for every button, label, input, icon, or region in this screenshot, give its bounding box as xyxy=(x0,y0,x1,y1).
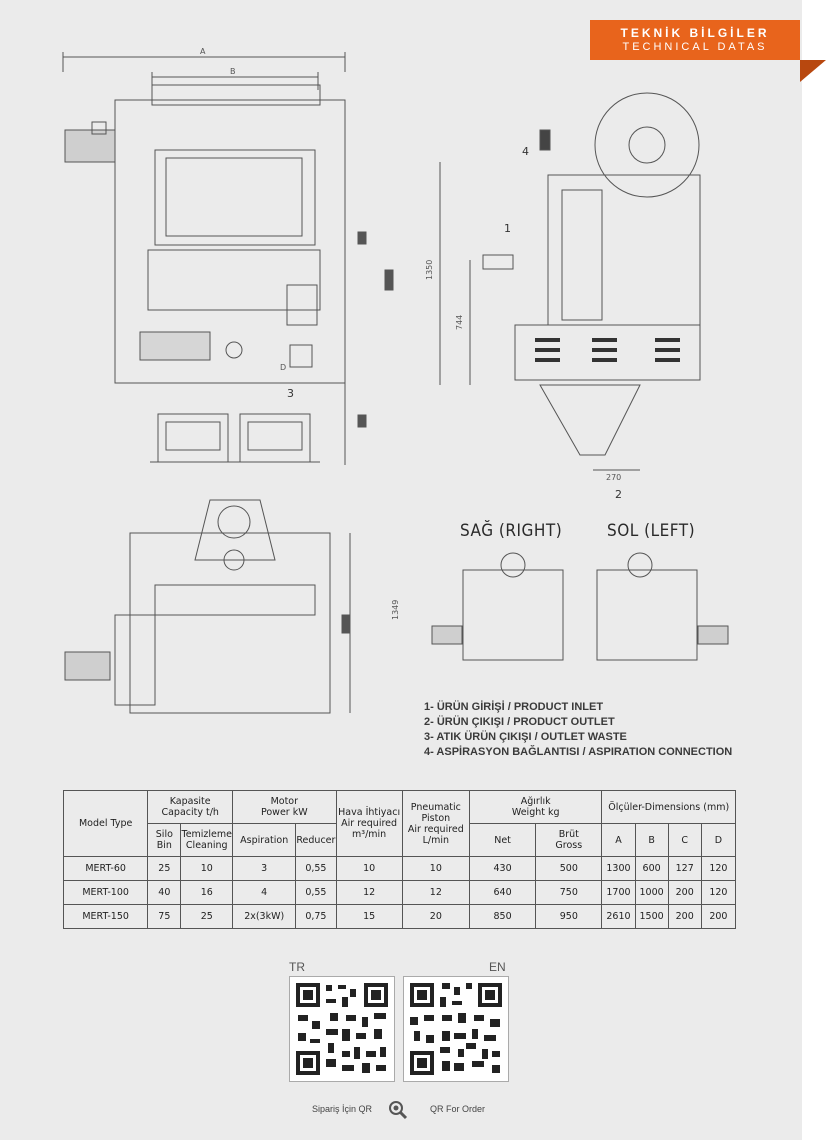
table-row: MERT-60 25 10 3 0,55 10 10 430 500 1300 … xyxy=(62,856,737,881)
table-row: MERT-150 75 25 2x(3kW) 0,75 15 20 850 95… xyxy=(62,904,737,929)
front-view: A B 3 D xyxy=(62,47,394,465)
th-model: Model Type xyxy=(62,790,149,857)
side-view: 1350 744 4 1 270 2 xyxy=(425,92,701,501)
th-motor: Motor Power kW xyxy=(232,790,337,824)
dim-270-label: 270 xyxy=(606,473,621,482)
th-gross: Brüt Gross xyxy=(535,823,603,857)
dim-a-label: A xyxy=(200,47,206,56)
cell: MERT-150 xyxy=(62,904,149,929)
dim-b-label: B xyxy=(230,67,236,76)
cell: 2610 xyxy=(601,904,636,929)
cell: 120 xyxy=(700,880,737,905)
qr-pattern-en xyxy=(410,983,502,1075)
dim-1349-label: 1349 xyxy=(391,600,400,620)
cell: MERT-60 xyxy=(62,856,149,881)
qr-label-tr: TR xyxy=(289,960,305,974)
cell: 12 xyxy=(335,880,403,905)
th-net: Net xyxy=(468,823,537,857)
page-edge-strip xyxy=(802,0,828,1140)
legend-item-1: 1- ÜRÜN GİRİŞİ / PRODUCT INLET xyxy=(424,701,604,713)
cell: 4 xyxy=(232,880,297,905)
dim-744-label: 744 xyxy=(455,315,464,330)
cell: 850 xyxy=(468,904,537,929)
cell: 1500 xyxy=(634,904,669,929)
cell: 15 xyxy=(335,904,403,929)
th-weight: Ağırlık Weight kg xyxy=(468,790,603,824)
cell: 75 xyxy=(147,904,182,929)
header-fold xyxy=(800,60,826,82)
cell: 1700 xyxy=(601,880,636,905)
th-reducer: Reducer xyxy=(295,823,337,857)
view-title-right: SAĞ (RIGHT) xyxy=(460,521,563,541)
th-aspiration: Aspiration xyxy=(232,823,297,857)
qr-label-en: EN xyxy=(489,960,506,974)
cell: 950 xyxy=(535,904,603,929)
qr-pattern-tr xyxy=(296,983,388,1075)
cell: 16 xyxy=(180,880,234,905)
table-row: MERT-100 40 16 4 0,55 12 12 640 750 1700… xyxy=(62,880,737,905)
cell: 1000 xyxy=(634,880,669,905)
dim-1350-label: 1350 xyxy=(425,260,434,280)
cell: 600 xyxy=(634,856,669,881)
cell: 0,55 xyxy=(295,880,337,905)
cell: 200 xyxy=(667,880,702,905)
cell: 10 xyxy=(401,856,470,881)
legend-item-3: 3- ATIK ÜRÜN ÇIKIŞI / OUTLET WASTE xyxy=(424,731,627,743)
technical-data-tab: TEKNİK BİLGİLER TECHNICAL DATAS xyxy=(590,20,800,60)
cell: 10 xyxy=(335,856,403,881)
cell: 2x(3kW) xyxy=(232,904,297,929)
cell: 200 xyxy=(667,904,702,929)
spec-table: Model Type Kapasite Capacity t/h Motor P… xyxy=(62,790,737,929)
cell: 40 xyxy=(147,880,182,905)
th-silo: Silo Bin xyxy=(147,823,182,857)
marker-1: 1 xyxy=(504,222,511,235)
top-view: 1349 xyxy=(64,499,400,714)
th-pneumatic: Pneumatic Piston Air required L/min xyxy=(401,790,470,857)
cell: MERT-100 xyxy=(62,880,149,905)
th-air: Hava İhtiyacı Air required m³/min xyxy=(335,790,403,857)
cell: 20 xyxy=(401,904,470,929)
dim-d-label: D xyxy=(280,363,286,372)
th-a: A xyxy=(601,823,636,857)
qr-code-tr[interactable] xyxy=(289,976,395,1082)
marker-3: 3 xyxy=(287,387,294,400)
th-cleaning: Temizleme Cleaning xyxy=(180,823,234,857)
cell: 127 xyxy=(667,856,702,881)
cell: 1300 xyxy=(601,856,636,881)
marker-2: 2 xyxy=(615,488,622,501)
th-c: C xyxy=(667,823,702,857)
right-left-views xyxy=(431,552,729,661)
th-b: B xyxy=(634,823,669,857)
cell: 0,55 xyxy=(295,856,337,881)
technical-drawing: A B 3 D 1350 xyxy=(62,47,729,714)
cell: 12 xyxy=(401,880,470,905)
cell: 500 xyxy=(535,856,603,881)
header-title-en: TECHNICAL DATAS xyxy=(622,41,768,53)
cell: 25 xyxy=(180,904,234,929)
cell: 120 xyxy=(700,856,737,881)
footer-order-qr-en: QR For Order xyxy=(430,1104,486,1114)
qr-code-en[interactable] xyxy=(403,976,509,1082)
cell: 430 xyxy=(468,856,537,881)
legend-item-2: 2- ÜRÜN ÇIKIŞI / PRODUCT OUTLET xyxy=(424,716,615,728)
marker-4: 4 xyxy=(522,145,529,158)
legend: 1- ÜRÜN GİRİŞİ / PRODUCT INLET 2- ÜRÜN Ç… xyxy=(424,700,732,760)
cell: 750 xyxy=(535,880,603,905)
view-title-left: SOL (LEFT) xyxy=(607,521,696,541)
legend-item-4: 4- ASPİRASYON BAĞLANTISI / ASPIRATION CO… xyxy=(424,746,733,758)
th-d: D xyxy=(700,823,737,857)
th-capacity: Kapasite Capacity t/h xyxy=(147,790,234,824)
cell: 25 xyxy=(147,856,182,881)
footer-order-qr-tr: Sipariş İçin QR xyxy=(312,1104,373,1114)
cell: 0,75 xyxy=(295,904,337,929)
cell: 200 xyxy=(700,904,737,929)
cell: 10 xyxy=(180,856,234,881)
th-dimensions: Ölçüler-Dimensions (mm) xyxy=(601,790,736,824)
cell: 3 xyxy=(232,856,297,881)
search-icon xyxy=(389,1101,408,1120)
cell: 640 xyxy=(468,880,537,905)
header-title-tr: TEKNİK BİLGİLER xyxy=(620,26,770,40)
